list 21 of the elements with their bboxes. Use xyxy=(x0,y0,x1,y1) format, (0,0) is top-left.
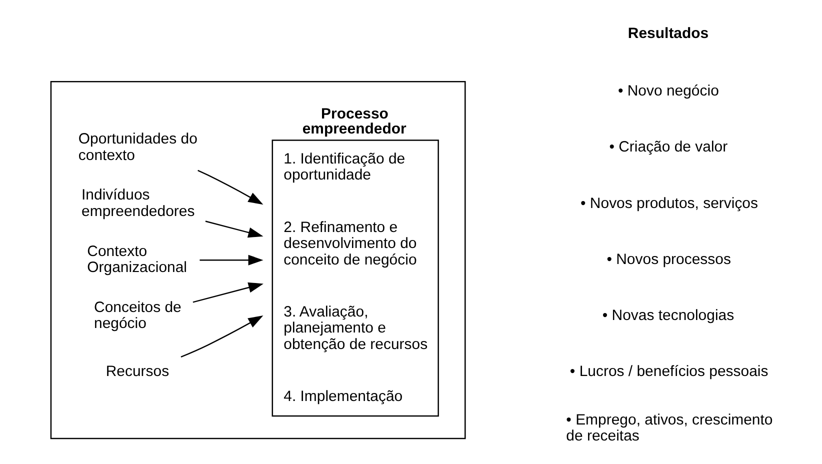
arrow xyxy=(192,282,263,303)
node-text: Oportunidades do contexto xyxy=(78,130,197,164)
arrow xyxy=(197,170,263,205)
cluster xyxy=(50,81,466,440)
arrow xyxy=(199,254,263,266)
label: Resultados xyxy=(627,25,708,42)
label: • Emprego, ativos, crescimento de receitas xyxy=(566,411,772,444)
node-text: Indivíduos empreendedores xyxy=(81,186,194,220)
node-label: Processo empreendedor xyxy=(302,106,406,138)
label: • Novos processos xyxy=(606,250,730,268)
label: • Criação de valor xyxy=(608,138,728,156)
label: • Novos produtos, serviços xyxy=(580,194,758,212)
label: • Lucros / benefícios pessoais xyxy=(569,363,768,380)
node-text: Recursos xyxy=(105,363,169,380)
arrow xyxy=(204,220,263,238)
arrow xyxy=(180,316,263,358)
label: • Novo negócio xyxy=(617,82,718,100)
node-text: Contexto Organizacional xyxy=(86,242,187,276)
node-box: 1. Identificação de oportunidade 2. Refinamento e desenvolvimento do conceito de negócio 3. Avaliação, planejamento e obtenção de recursos 4. Implementação xyxy=(271,140,438,417)
node-text: Conceitos de negócio xyxy=(94,298,181,332)
label: • Novas tecnologias xyxy=(602,307,734,324)
